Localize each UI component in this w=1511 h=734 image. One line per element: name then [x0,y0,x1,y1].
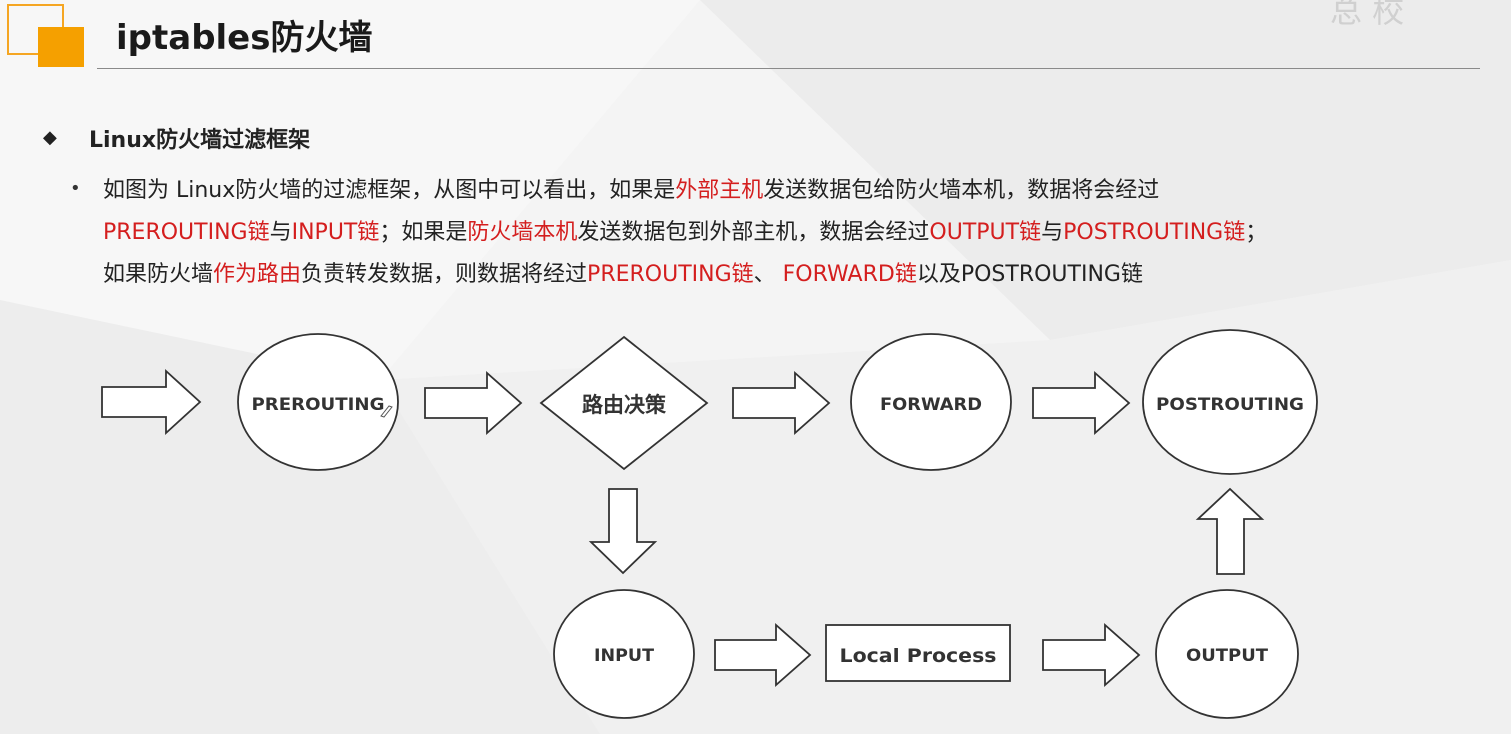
text-run: 如果防火墙 [103,262,214,287]
page-title: iptables防火墙 [116,18,373,58]
arrow-right-icon [101,368,202,436]
section-heading: Linux防火墙过滤框架 [89,128,311,153]
arrow-right-icon [1032,371,1131,435]
text-run: 负责转发数据，则数据将经过 [301,262,588,287]
text-run: 与 [1041,220,1064,245]
description-paragraph: 如图为 Linux防火墙的过滤框架，从图中可以看出，如果是外部主机发送数据包给防… [103,170,1503,296]
arrow-right-icon [424,371,523,435]
text-run: ；如果是 [379,220,468,245]
text-run: ； [1245,220,1268,245]
prerouting-node [237,333,399,471]
highlight-input-chain: INPUT链 [291,220,380,245]
input-label: INPUT [594,646,654,666]
output-label: OUTPUT [1186,646,1268,666]
postrouting-node [1142,329,1318,475]
forward-node [850,333,1012,471]
highlight-postrouting-chain: POSTROUTING链 [1063,220,1246,245]
output-node [1155,589,1299,719]
prerouting-label: PREROUTING [252,395,385,415]
title-divider [97,68,1480,69]
input-node [553,589,695,719]
arrow-down-icon [588,488,658,575]
diamond-bullet-icon: ◆ [43,127,57,148]
local-process-node [825,624,1011,682]
highlight-prerouting-chain-2: PREROUTING链 [587,262,754,287]
text-run: 发送数据包到外部主机，数据会经过 [577,220,930,245]
arrow-right-icon [714,623,812,687]
dot-bullet-icon: • [70,178,81,199]
arrow-up-icon [1195,487,1265,575]
forward-label: FORWARD [880,395,982,415]
pen-cursor-icon [380,405,393,418]
highlight-forward-chain: FORWARD链 [782,262,917,287]
arrow-right-icon [732,371,831,435]
text-run: 如图为 Linux防火墙的过滤框架，从图中可以看出，如果是 [103,178,676,203]
routing-decision-node [539,335,709,471]
text-run: 、 [753,262,783,287]
highlight-as-router: 作为路由 [213,262,302,287]
text-run: 以及POSTROUTING链 [916,262,1143,287]
routing-decision-label: 路由决策 [582,393,667,417]
watermark: 总 校 [1330,0,1405,30]
text-run: 与 [269,220,292,245]
highlight-external-host: 外部主机 [675,178,764,203]
local-process-label: Local Process [840,645,997,667]
arrow-right-icon [1042,623,1141,687]
highlight-output-chain: OUTPUT链 [929,220,1042,245]
text-run: 发送数据包给防火墙本机，数据将会经过 [763,178,1160,203]
postrouting-label: POSTROUTING [1156,395,1304,415]
highlight-firewall-host: 防火墙本机 [467,220,578,245]
highlight-prerouting-chain: PREROUTING链 [103,220,270,245]
logo-orange-square [38,27,84,67]
